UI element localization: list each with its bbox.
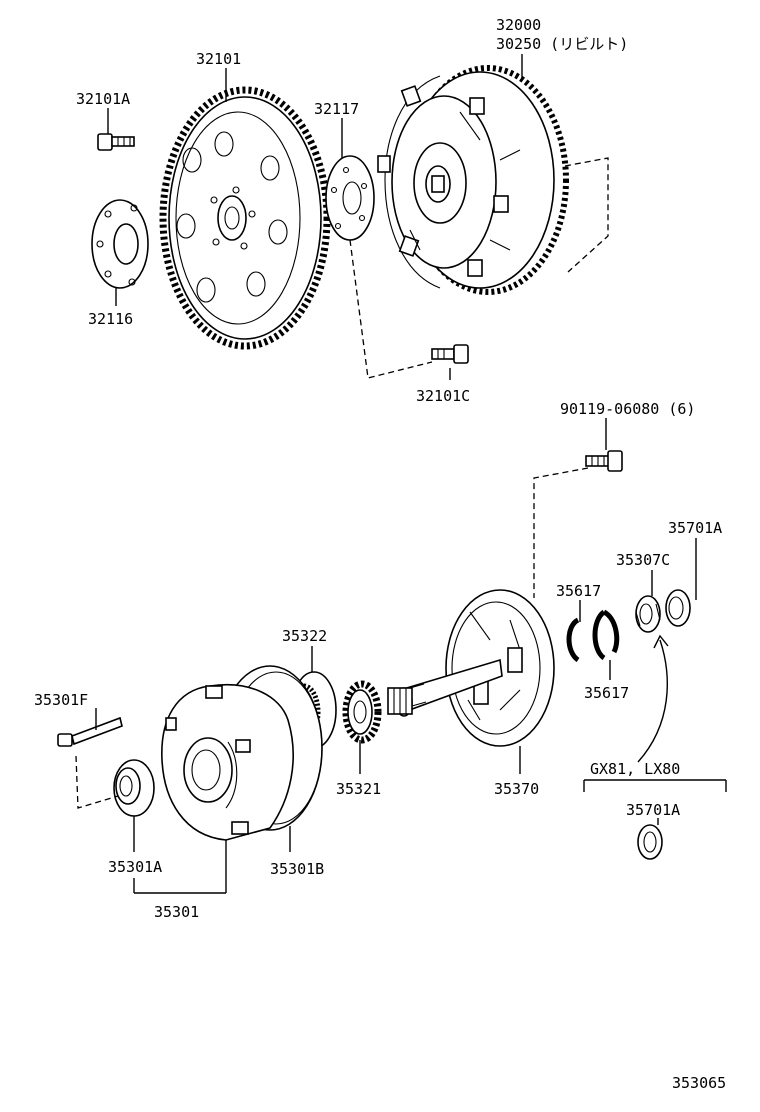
bolt-32101A bbox=[97, 133, 135, 151]
label-32101A: 32101A bbox=[76, 90, 130, 108]
seal-35701A-top bbox=[665, 589, 691, 627]
label-35701A-bottom: 35701A bbox=[626, 801, 680, 819]
label-35322: 35322 bbox=[282, 627, 327, 645]
label-35370: 35370 bbox=[494, 780, 539, 798]
bolt-35301F bbox=[57, 716, 123, 809]
spacer-32116 bbox=[91, 199, 149, 289]
label-32116: 32116 bbox=[88, 310, 133, 328]
snap-ring-35617-a bbox=[566, 617, 580, 663]
torque-converter-32000 bbox=[377, 65, 609, 295]
label-35617-top: 35617 bbox=[556, 582, 601, 600]
label-variant: GX81, LX80 bbox=[590, 760, 680, 778]
label-32117: 32117 bbox=[314, 100, 359, 118]
pump-gear-35321 bbox=[342, 680, 382, 744]
label-35301: 35301 bbox=[154, 903, 199, 921]
label-35301B: 35301B bbox=[270, 860, 324, 878]
oil-pump-body-35301 bbox=[161, 665, 323, 841]
label-35301A: 35301A bbox=[108, 858, 162, 876]
seal-35301A bbox=[113, 759, 155, 817]
label-32000: 32000 bbox=[496, 16, 541, 34]
drive-plate-32101 bbox=[159, 86, 331, 350]
snap-ring-35617-b bbox=[592, 609, 620, 661]
seal-35701A-bottom bbox=[637, 824, 663, 860]
bearing-35307C bbox=[635, 595, 661, 633]
plate-32117 bbox=[325, 155, 375, 241]
stator-shaft-35370 bbox=[387, 589, 555, 747]
figure-id: 353065 bbox=[672, 1074, 726, 1092]
leader-lines bbox=[95, 54, 697, 852]
label-35307C: 35307C bbox=[616, 551, 670, 569]
label-35301F: 35301F bbox=[34, 691, 88, 709]
bolt-32101C bbox=[349, 239, 469, 379]
label-32101: 32101 bbox=[196, 50, 241, 68]
label-35701A-top: 35701A bbox=[668, 519, 722, 537]
bolt-90119 bbox=[533, 450, 623, 598]
label-30250: 30250 (リビルト) bbox=[496, 35, 628, 53]
label-35617-bottom: 35617 bbox=[584, 684, 629, 702]
variant-arrow bbox=[637, 634, 669, 763]
label-35321: 35321 bbox=[336, 780, 381, 798]
label-32101C: 32101C bbox=[416, 387, 470, 405]
label-90119: 90119-06080 (6) bbox=[560, 400, 695, 418]
